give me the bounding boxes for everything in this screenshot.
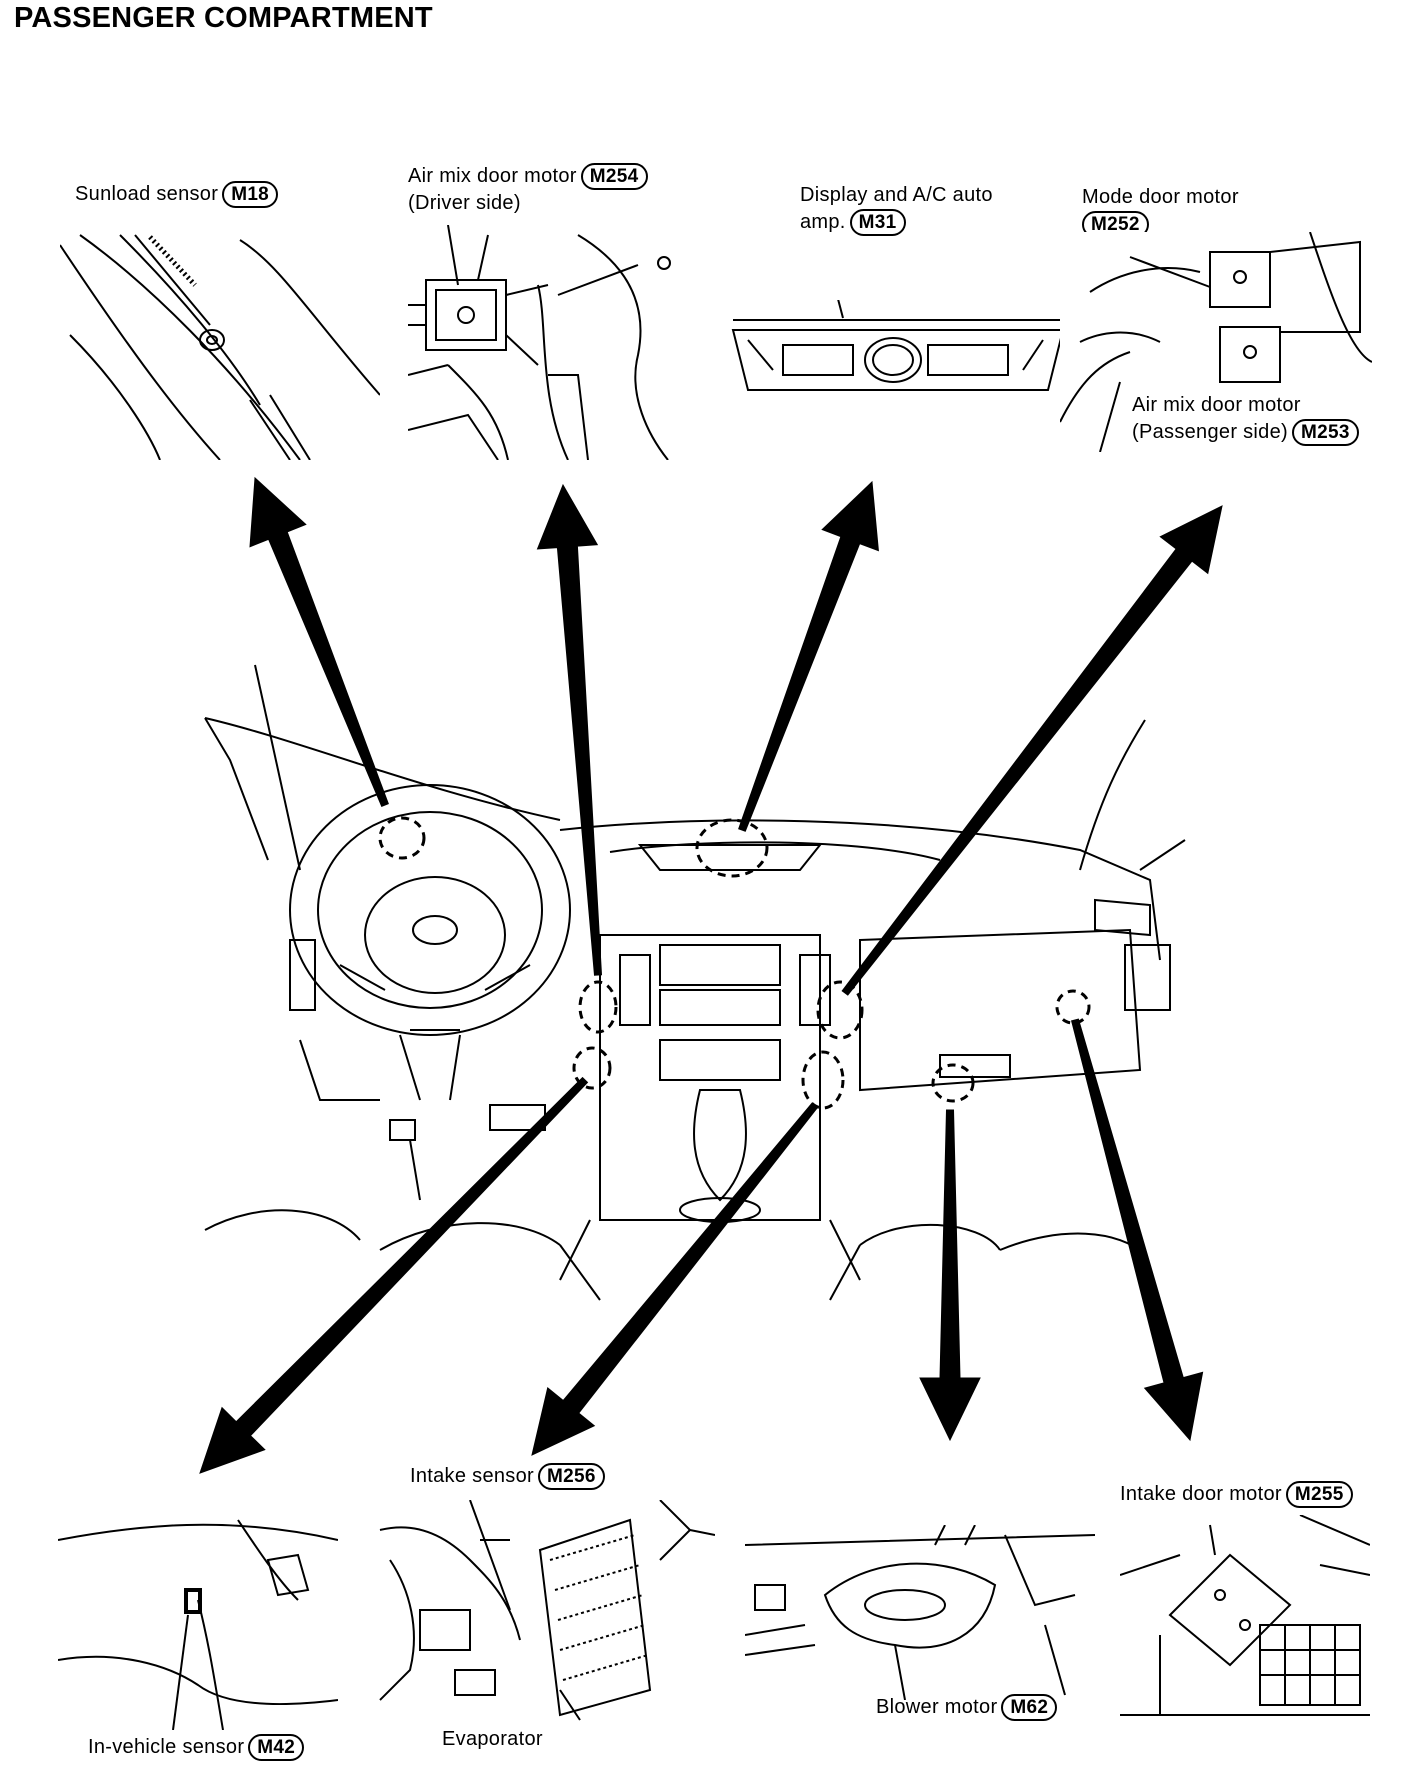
arrow-to-intake-door bbox=[1070, 1018, 1204, 1442]
arrow-to-intake-sensor bbox=[531, 1102, 819, 1456]
connector-badge-m42: M42 bbox=[248, 1734, 305, 1762]
blower-motor-illustration bbox=[745, 1525, 1095, 1700]
connector-badge-m31: M31 bbox=[849, 209, 906, 237]
display-amp-name: Display and A/C auto bbox=[800, 184, 993, 206]
airmix-passenger-sub: (Passenger side) bbox=[1132, 421, 1288, 443]
in-vehicle-sensor-illustration bbox=[58, 1500, 338, 1730]
display-amp-name2: amp. bbox=[800, 211, 846, 233]
connector-badge-m253: M253 bbox=[1291, 419, 1359, 447]
airmix-passenger-name: Air mix door motor bbox=[1132, 394, 1301, 416]
mode-door-illustration bbox=[1060, 232, 1372, 452]
arrow-to-mode-door bbox=[841, 505, 1223, 996]
sunload-sensor-illustration bbox=[60, 225, 380, 460]
arrow-to-sunload bbox=[249, 476, 389, 807]
mode-door-name: Mode door motor bbox=[1082, 186, 1239, 208]
sunload-sensor-name: Sunload sensor bbox=[75, 183, 219, 205]
connector-badge-m254: M254 bbox=[580, 163, 648, 191]
connector-badge-m18: M18 bbox=[222, 181, 279, 209]
connector-badge-m62: M62 bbox=[1001, 1694, 1058, 1722]
intake-sensor-name: Intake sensor bbox=[410, 1465, 534, 1487]
in-vehicle-sensor-name: In-vehicle sensor bbox=[88, 1736, 245, 1758]
arrow-to-in-vehicle bbox=[199, 1076, 589, 1474]
blower-motor-name: Blower motor bbox=[876, 1696, 998, 1718]
intake-door-illustration bbox=[1120, 1515, 1370, 1730]
mode-door-label: Mode door motor M252 bbox=[1082, 184, 1239, 239]
connector-badge-m255: M255 bbox=[1285, 1481, 1353, 1509]
airmix-driver-name: Air mix door motor bbox=[408, 165, 577, 187]
evaporator-label: Evaporator bbox=[442, 1728, 543, 1750]
airmix-driver-illustration bbox=[408, 225, 698, 460]
page-title: PASSENGER COMPARTMENT bbox=[14, 2, 433, 34]
arrow-to-airmix-driver bbox=[536, 483, 603, 976]
intake-sensor-illustration bbox=[360, 1500, 715, 1725]
connector-badge-m256: M256 bbox=[537, 1463, 605, 1491]
display-amp-label: Display and A/C auto amp.M31 bbox=[800, 182, 993, 237]
arrow-to-display bbox=[738, 480, 879, 832]
airmix-driver-sub: (Driver side) bbox=[408, 192, 521, 215]
intake-door-name: Intake door motor bbox=[1120, 1483, 1282, 1505]
airmix-passenger-label: Air mix door motor (Passenger side)M253 bbox=[1132, 392, 1359, 447]
arrow-to-blower bbox=[919, 1109, 981, 1442]
display-amp-illustration bbox=[728, 300, 1068, 410]
